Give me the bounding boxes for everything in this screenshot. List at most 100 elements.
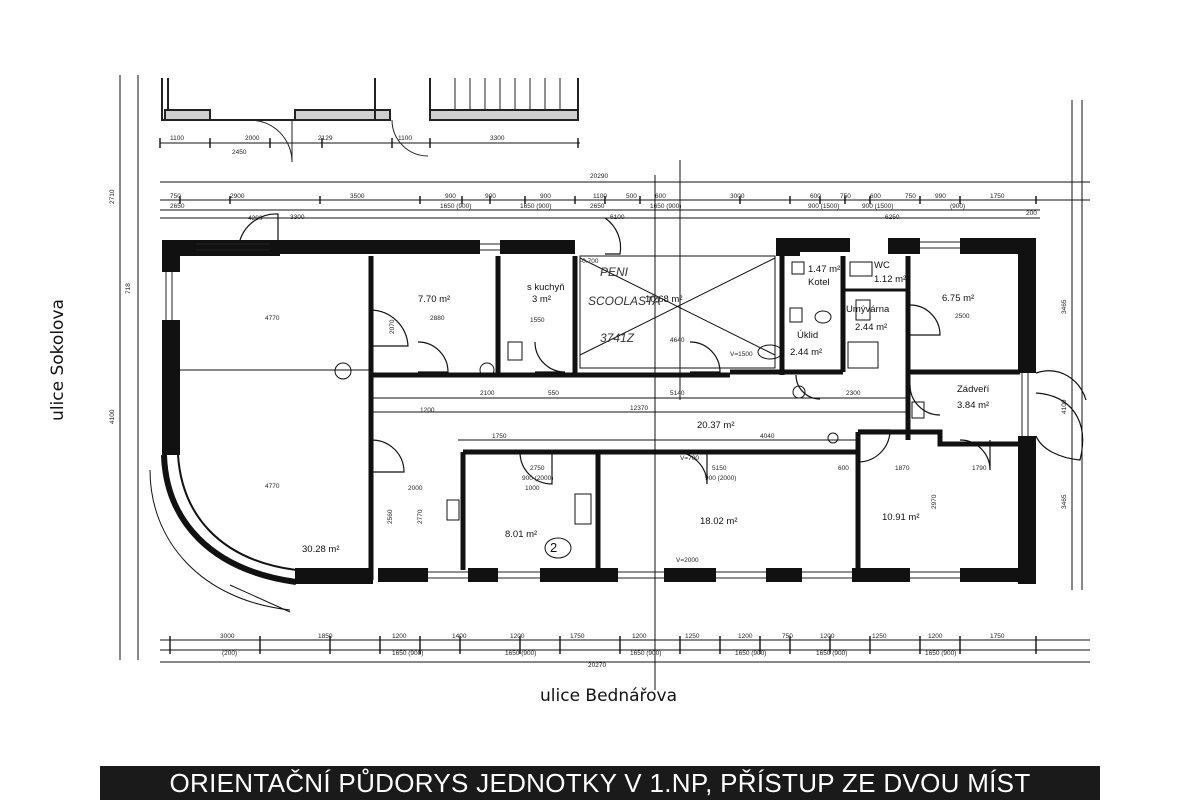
doors [239, 213, 1087, 485]
dim-top-misc-1: 4200 [248, 215, 263, 222]
dim-bot1-9: 750 [782, 633, 793, 640]
dim-int-3: 4640 [670, 337, 685, 344]
room-r11-area: 20.37 m² [697, 420, 735, 431]
dim-right-0: 3465 [1061, 299, 1068, 314]
dim-top2-14: 990 [935, 193, 946, 200]
dim-int-8: 12370 [630, 405, 648, 412]
dim-top2-10: 600 [810, 193, 821, 200]
windows [165, 241, 1029, 579]
dim-int-4: 2500 [955, 313, 970, 320]
corridor-lines [180, 160, 908, 690]
dim-int-26: 2970 [931, 494, 938, 509]
dim-int-6: 5140 [670, 390, 685, 397]
dim-top4-0: 3300 [290, 214, 305, 221]
dim-left-2: 4100 [109, 409, 116, 424]
dim-int-7: 2300 [846, 390, 861, 397]
dim-bot2-2: 1650 (900) [505, 650, 536, 657]
street-label-south: ulice Bednářova [540, 686, 678, 706]
dim-int-27: V=2000 [676, 557, 699, 564]
dim-bot1-8: 1200 [738, 633, 753, 640]
room-r13-area: 18.02 m² [700, 516, 738, 527]
dim-int-21: 900 (2000) [705, 475, 736, 482]
dim-top1-4: 3300 [490, 135, 505, 142]
dim-int-5: 550 [548, 390, 559, 397]
dim-top2-0: 750 [170, 193, 181, 200]
dim-top3-4: 1650 (900) [650, 203, 681, 210]
outer-walls [162, 238, 1036, 584]
dim-top-total: 20290 [590, 173, 608, 180]
dim-top2-6: 1100 [593, 193, 607, 200]
room-r3-area: 3 m² [532, 294, 551, 305]
room-r12-area: 8.01 m² [505, 529, 537, 540]
room-r7-label: Umývárna [846, 304, 890, 315]
room-r6-area: 1.12 m² [874, 274, 906, 285]
dimension-lines [119, 75, 1090, 663]
dim-left-0: 718 [125, 283, 132, 294]
dim-int-25: 2070 [389, 319, 396, 334]
dim-bot1-3: 1400 [452, 633, 467, 640]
handwritten-note: PENI SCOOLASTA 3741Z [588, 265, 660, 345]
room-r8-area: 2.44 m² [790, 347, 822, 358]
dim-bot1-13: 1750 [990, 633, 1005, 640]
dim-top2-13: 750 [905, 193, 916, 200]
dim-top1-3: 1100 [398, 135, 412, 142]
dim-int-19: 2770 [417, 509, 424, 524]
dim-bot1-12: 1200 [928, 633, 943, 640]
dim-int-15: 1790 [972, 465, 987, 472]
dim-top1-sub: 2450 [232, 149, 247, 156]
dim-top3-6: 900 (1500) [862, 203, 893, 210]
dim-top2-7: 500 [626, 193, 637, 200]
dim-int-17: 2000 [408, 485, 423, 492]
dim-left-1: 2710 [109, 189, 116, 204]
dim-int-28: V=1500 [730, 351, 753, 358]
room-r10-label: Zádveří [957, 384, 990, 395]
dim-bot-total: 20270 [588, 662, 606, 669]
room-r5-label: Kotel [808, 277, 830, 288]
room-r8-label: Úklid [797, 330, 818, 341]
dim-bot1-4: 1200 [510, 633, 525, 640]
dim-bot2-1: 1650 (900) [392, 650, 423, 657]
dim-top2-8: 600 [655, 193, 666, 200]
dim-bot1-5: 1750 [570, 633, 585, 640]
dim-bot1-1: 1850 [318, 633, 333, 640]
room-r1-area: 30.28 m² [302, 544, 340, 555]
dim-top1-0: 1100 [170, 135, 184, 142]
dim-bot1-7: 1250 [685, 633, 700, 640]
dim-top4-2: 6250 [885, 214, 900, 221]
dim-top3-3: 2650 [590, 203, 605, 210]
room-void-cross [579, 255, 776, 369]
dim-int-1: 2880 [430, 315, 445, 322]
dim-bot1-6: 1200 [632, 633, 647, 640]
west-bay [149, 454, 297, 613]
dim-top2-15: 1750 [990, 193, 1005, 200]
dim-int-0: 4770 [265, 315, 280, 322]
dim-int-2: 1550 [530, 317, 545, 324]
dim-int-24: 1200 [420, 407, 435, 414]
room-r14-area: 10.91 m² [882, 512, 920, 523]
dim-top3-2: 1650 (900) [520, 203, 551, 210]
dim-int-23: 2100 [480, 390, 495, 397]
room-r7-area: 2.44 m² [855, 322, 887, 333]
dim-top2-9: 3000 [730, 193, 745, 200]
dim-bot2-5: 1650 (900) [816, 650, 847, 657]
room-r5-area: 1.47 m² [808, 264, 840, 275]
room-r9-area: 6.75 m² [942, 293, 974, 304]
dim-int-13: 600 [838, 465, 849, 472]
dim-top4-1: 6100 [610, 214, 625, 221]
dim-top2-2: 3500 [350, 193, 365, 200]
dim-top1-1: 2000 [245, 135, 260, 142]
room-r6-label: WC [874, 260, 890, 271]
dim-top2-3: 900 [445, 193, 456, 200]
caption-bar: ORIENTAČNÍ PŮDORYS JEDNOTKY V 1.NP, PŘÍS… [100, 766, 1100, 800]
dim-bot2-4: 1650 (900) [735, 650, 766, 657]
dim-int-10: 4040 [760, 433, 775, 440]
dim-top-misc-0: 200 [1026, 210, 1037, 217]
dim-top2-11: 750 [840, 193, 851, 200]
dim-top2-12: 600 [870, 193, 881, 200]
dim-right-1: 4100 [1061, 399, 1068, 414]
room-r2-area: 7.70 m² [418, 294, 450, 305]
dim-bot1-10: 1200 [820, 633, 835, 640]
dim-top1-2: 2129 [318, 135, 333, 142]
room-r4-area: 10.68 m² [645, 294, 683, 305]
